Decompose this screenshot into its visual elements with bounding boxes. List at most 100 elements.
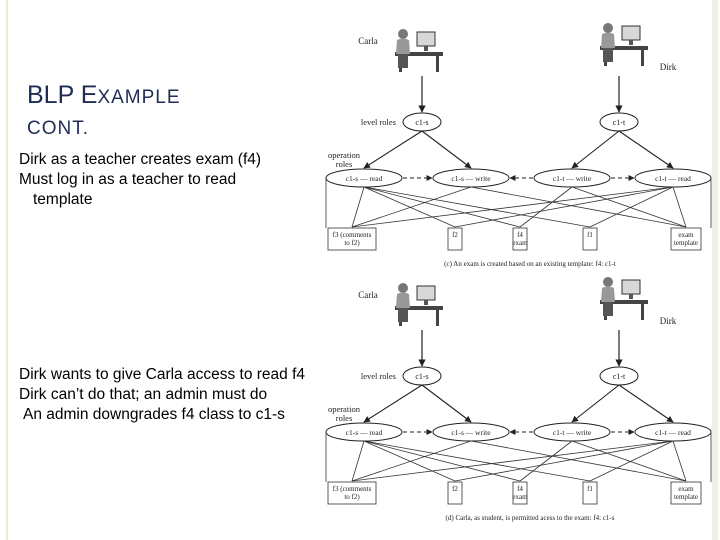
access-line: [454, 186, 674, 228]
arrow: [571, 384, 620, 423]
operation-role-text: c1-t — read: [655, 428, 691, 437]
text-line: template: [33, 191, 93, 208]
monitor-icon: [416, 31, 436, 47]
operation-role-text: c1-t — read: [655, 174, 691, 183]
operation-role-text: c1-s — write: [451, 174, 491, 183]
monitor-icon: [416, 285, 436, 301]
file-object: [670, 481, 702, 505]
text-block-2: Dirk wants to give Carla access to read …: [19, 365, 305, 425]
text-line: Dirk as a teacher creates exam (f4): [19, 151, 262, 168]
monitor-icon: [621, 25, 641, 41]
diagram-caption: (d) Carla, as student, is permitted aces…: [446, 514, 615, 522]
user-label-carla: Carla: [358, 290, 378, 300]
desk-icon: [600, 46, 648, 50]
access-line: [351, 440, 365, 482]
title-rest: XAMPLE: [97, 87, 181, 108]
carla-figure: [395, 29, 443, 72]
access-line: [363, 440, 521, 482]
person-body-icon: [396, 292, 410, 308]
desk-icon: [395, 52, 443, 56]
operation-role-text: c1-t — write: [553, 174, 592, 183]
access-line: [470, 186, 687, 228]
file-object: [582, 227, 598, 251]
title-initial: BLP E: [27, 81, 98, 109]
dirk-figure: [600, 277, 648, 320]
access-line: [571, 186, 687, 228]
access-line: [351, 186, 674, 228]
operation-role-text: c1-s — read: [346, 428, 383, 437]
slide-title: BLP EXAMPLE: [27, 76, 181, 108]
arrow: [618, 384, 674, 423]
user-label-dirk: Dirk: [660, 62, 677, 72]
operation-role-text: c1-s — write: [451, 428, 491, 437]
arrow: [571, 130, 620, 169]
arrow: [421, 384, 472, 423]
operation-role-text: c1-t — write: [553, 428, 592, 437]
access-line: [363, 186, 591, 228]
text-line: An admin downgrades f4 class to c1-s: [23, 406, 285, 423]
access-line: [454, 440, 674, 482]
file-label: f2: [452, 485, 458, 493]
level-role-text: c1-t: [613, 118, 626, 127]
level-role-text: c1-s: [415, 372, 428, 381]
access-line: [519, 440, 573, 482]
dirk-figure: [600, 23, 648, 66]
person-body-icon: [396, 38, 410, 54]
desk-icon: [600, 300, 648, 304]
access-line: [672, 186, 687, 228]
file-label: f2: [452, 231, 458, 239]
level-role-text: c1-t: [613, 372, 626, 381]
access-line: [519, 186, 573, 228]
file-object: [447, 227, 463, 251]
right-accent-rule: [712, 0, 718, 540]
access-line: [672, 440, 687, 482]
slide-title-line2: CONT.: [27, 118, 89, 139]
arrow: [618, 130, 674, 169]
text-line: Dirk wants to give Carla access to read …: [19, 366, 306, 383]
monitor-icon: [621, 279, 641, 295]
left-accent-rule: [6, 0, 8, 540]
arrow: [363, 130, 423, 169]
file-object: [670, 227, 702, 251]
file-object: [327, 481, 377, 505]
person-head-icon: [398, 29, 408, 39]
user-label-carla: Carla: [358, 36, 378, 46]
file-object: [447, 481, 463, 505]
level-roles-label: level roles: [361, 117, 396, 127]
access-line: [363, 186, 521, 228]
file-object: [512, 227, 528, 251]
text-line: Dirk can’t do that; an admin must do: [19, 386, 268, 403]
access-line: [470, 440, 687, 482]
access-line: [589, 440, 674, 482]
text-line: Must log in as a teacher to read: [19, 171, 237, 188]
arrow: [363, 384, 423, 423]
access-line: [351, 440, 674, 482]
user-label-dirk: Dirk: [660, 316, 677, 326]
file-object: [512, 481, 528, 505]
arrow: [421, 130, 472, 169]
file-object: [327, 227, 377, 251]
person-body-icon: [601, 32, 615, 48]
person-body-icon: [601, 286, 615, 302]
person-head-icon: [398, 283, 408, 293]
access-line: [351, 186, 472, 228]
operation-role-text: c1-s — read: [346, 174, 383, 183]
file-label: f1: [587, 485, 593, 493]
level-role-text: c1-s: [415, 118, 428, 127]
access-line: [363, 440, 591, 482]
access-line: [571, 440, 687, 482]
level-roles-label: level roles: [361, 371, 396, 381]
access-line: [363, 440, 456, 482]
access-line: [351, 186, 365, 228]
desk-icon: [395, 306, 443, 310]
